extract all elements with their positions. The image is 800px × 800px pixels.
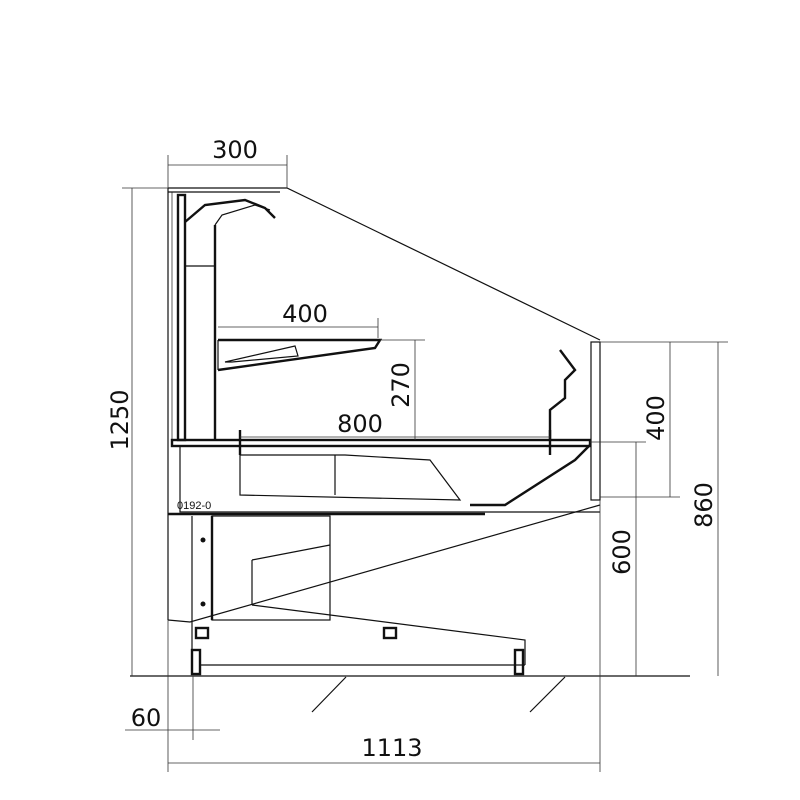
dim-total-height: 1250 (106, 389, 134, 450)
dim-deck-height: 600 (608, 529, 636, 575)
base-frame (190, 515, 526, 676)
dim-front-height: 860 (690, 482, 718, 528)
dim-base-offset: 60 (131, 704, 162, 732)
upper-shelf-assembly (184, 198, 383, 440)
part-code-label: 0192-0 (177, 500, 211, 512)
dimension-lines (122, 155, 728, 772)
dim-canopy-depth: 300 (212, 136, 258, 164)
dim-upper-shelf-depth: 400 (282, 300, 328, 328)
dim-total-depth: 1113 (361, 734, 422, 762)
dim-front-glass-height: 400 (642, 395, 670, 441)
dim-deck-depth: 800 (337, 410, 383, 438)
floor-line (130, 675, 690, 713)
cabinet-outline (167, 187, 601, 623)
display-deck: 0192-0 (168, 349, 600, 516)
dim-shelf-clearance: 270 (387, 362, 415, 408)
